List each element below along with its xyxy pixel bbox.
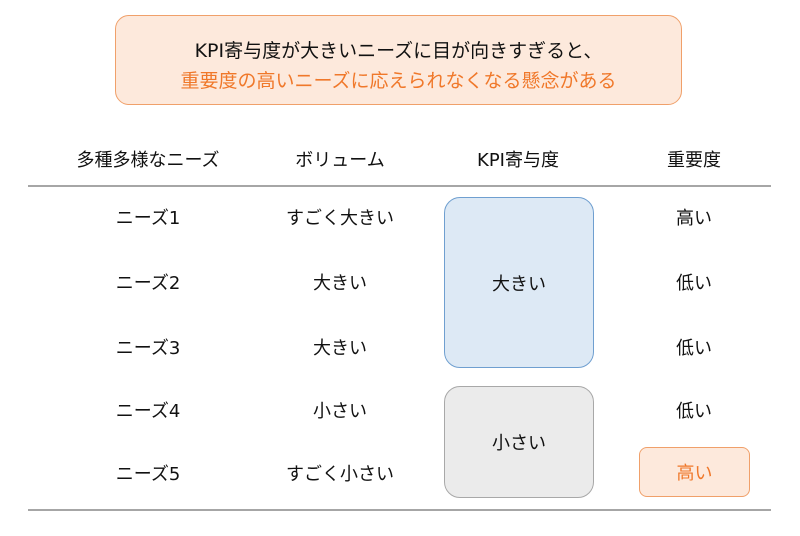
row-4-need: ニーズ4 [115,401,181,422]
kpi-group-large: 大きい [444,197,594,368]
row-5-volume: すごく小さい [286,464,394,485]
row-5-need: ニーズ5 [115,464,181,485]
row-4-volume: 小さい [313,401,367,422]
callout-line-1: KPI寄与度が大きいニーズに目が向きすぎると、 [194,40,603,62]
row-5-importance: 高い [676,463,713,484]
row-3-importance: 低い [676,338,712,359]
header-needs: 多種多様なニーズ [76,150,220,171]
row-1-need: ニーズ1 [115,208,181,229]
row-1-importance: 高い [676,208,712,229]
header-volume: ボリューム [295,150,385,171]
row-3-need: ニーズ3 [115,338,181,359]
row-2-volume: 大きい [313,273,367,294]
kpi-group-large-label: 大きい [492,273,546,295]
table-bottom-rule [28,509,771,511]
row-3-volume: 大きい [313,338,367,359]
row-1-volume: すごく大きい [286,208,394,229]
kpi-group-small-label: 小さい [492,433,546,454]
row-4-importance: 低い [676,401,712,422]
header-importance: 重要度 [667,150,721,171]
kpi-group-small: 小さい [444,386,594,498]
warning-callout: KPI寄与度が大きいニーズに目が向きすぎると、 重要度の高いニーズに応えられなく… [115,15,682,105]
table-top-rule [28,185,771,187]
callout-line-2-highlight: 重要度の高いニーズに応えられなくなる懸念がある [180,70,617,92]
importance-highlight-box: 高い [639,447,750,497]
row-2-importance: 低い [676,273,712,294]
row-2-need: ニーズ2 [115,273,181,294]
header-kpi: KPI寄与度 [477,150,559,171]
